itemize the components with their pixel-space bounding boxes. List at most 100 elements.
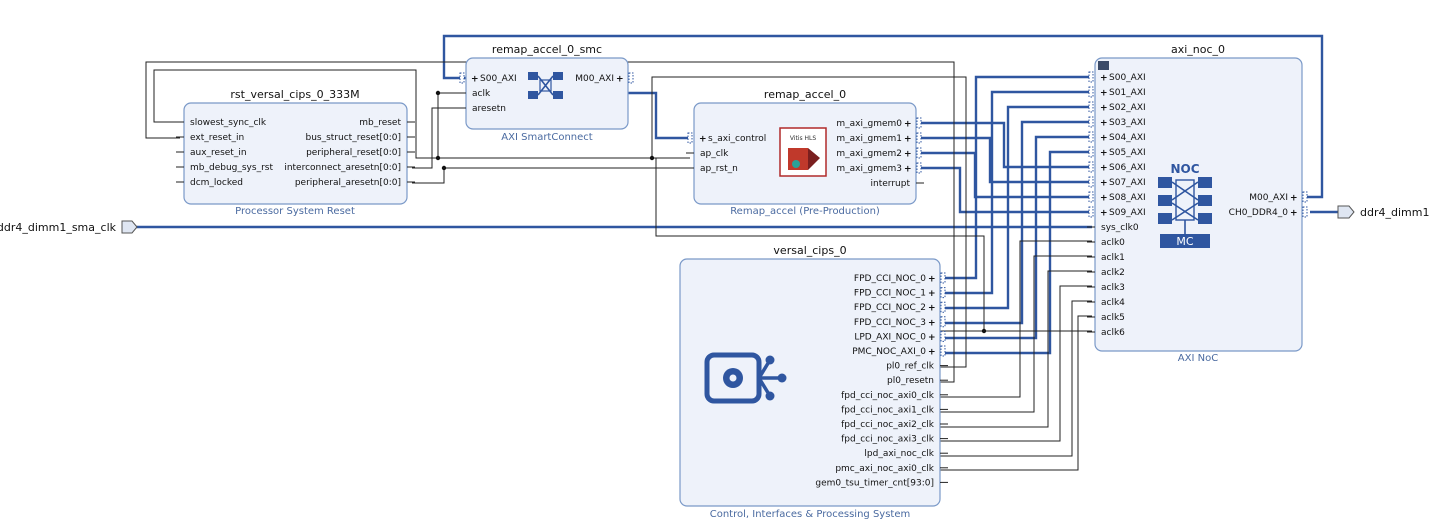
bus-plus-icon[interactable]: + [1100,134,1108,144]
svg-text:NOC: NOC [1170,162,1199,176]
bus-connector-icon[interactable] [940,272,946,284]
bus-connector-icon[interactable] [1088,206,1094,218]
bus-connector-icon[interactable] [1088,191,1094,203]
port-ddr4-dimm1-label: ddr4_dimm1 [1360,206,1429,219]
bus-connector-icon[interactable] [1302,206,1308,218]
rst-input-pin: mb_debug_sys_rst [190,163,273,173]
bus-noc-m00-to-smc [442,34,1324,199]
noc-input-pin: S08_AXI [1109,193,1146,203]
bus-connector-icon[interactable] [916,162,922,174]
bus-connector-icon[interactable] [1088,146,1094,158]
bus-gmem2-to-s08 [920,151,1092,199]
bus-plus-icon[interactable]: + [1100,209,1108,219]
bus-plus-icon[interactable]: + [1290,209,1298,219]
bus-connector-icon[interactable] [459,72,465,84]
bus-connector-icon[interactable] [687,132,693,144]
bus-plus-icon[interactable]: + [1100,164,1108,174]
wire-clk3 [938,285,1092,442]
cips-output-pin: FPD_CCI_NOC_0 [854,274,926,284]
bus-plus-icon[interactable]: + [1100,74,1108,84]
bus-connector-icon[interactable] [916,147,922,159]
bus-connector-icon[interactable] [1088,71,1094,83]
bus-connector-icon[interactable] [1302,191,1308,203]
noc-input-pin: aclk3 [1101,283,1125,293]
bus-plus-icon[interactable]: + [1100,119,1108,129]
bus-connector-icon[interactable] [1088,176,1094,188]
noc-input-pin: S02_AXI [1109,103,1146,113]
bus-gmem3-to-s09 [920,166,1092,214]
noc-input-pin: aclk5 [1101,313,1125,323]
junction-dot [981,328,987,334]
bus-plus-icon[interactable]: + [904,165,912,175]
rst-output-pin: interconnect_aresetn[0:0] [284,163,401,173]
noc-input-pin: aclk2 [1101,268,1125,278]
wire-clk-loop [655,158,985,331]
bus-smc-to-remap [628,91,690,140]
bus-connector-icon[interactable] [1088,101,1094,113]
bus-connector-icon[interactable] [940,287,946,299]
bus-lpd-to-s04 [944,135,1092,340]
bus-connector-icon[interactable] [1088,116,1094,128]
cips-output-pin: FPD_CCI_NOC_1 [854,289,926,299]
port-ddr4-dimm1-sma-clk-icon[interactable] [121,220,138,234]
bus-connector-icon[interactable] [940,345,946,357]
rst-title: rst_versal_cips_0_333M [230,88,359,101]
rst-input-pin: slowest_sync_clk [190,118,267,128]
remap-input-pin: s_axi_control [708,134,766,144]
noc-input-pin: S04_AXI [1109,133,1146,143]
noc-input-pin: S09_AXI [1109,208,1146,218]
rst-body[interactable] [183,102,408,205]
bus-plus-icon[interactable]: + [1100,149,1108,159]
bus-plus-icon[interactable]: + [471,75,479,85]
bus-plus-icon[interactable]: + [699,135,707,145]
bus-plus-icon[interactable]: + [1290,194,1298,204]
bus-plus-icon[interactable]: + [904,120,912,130]
bus-connector-icon[interactable] [1088,86,1094,98]
remap-output-pin: m_axi_gmem3 [836,164,902,174]
bus-plus-icon[interactable]: + [616,75,624,85]
bus-connector-icon[interactable] [628,72,634,84]
junction-dot [649,155,655,161]
cips-output-pin: pl0_ref_clk [886,362,935,372]
bus-plus-icon[interactable]: + [928,333,936,343]
bus-pmc-to-s05 [944,150,1092,355]
bus-gmem1-to-s07 [920,136,1092,184]
remap-output-pin: m_axi_gmem2 [836,149,902,159]
bus-plus-icon[interactable]: + [1100,89,1108,99]
smc-input-pin: aresetn [472,104,506,114]
junction-dot [441,165,447,171]
smc-body[interactable] [465,57,629,130]
port-ddr4-dimm1-icon[interactable] [1337,205,1355,219]
bus-plus-icon[interactable]: + [928,275,936,285]
noc-output-pin: CH0_DDR4_0 [1229,208,1289,218]
bus-plus-icon[interactable]: + [904,135,912,145]
noc-input-pin: S05_AXI [1109,148,1146,158]
bus-connector-icon[interactable] [940,316,946,328]
bus-connector-icon[interactable] [1088,131,1094,143]
bus-plus-icon[interactable]: + [1100,179,1108,189]
cips-body[interactable] [679,258,941,507]
bus-plus-icon[interactable]: + [928,318,936,328]
bus-connector-icon[interactable] [940,301,946,313]
bus-connector-icon[interactable] [916,132,922,144]
smartconnect-icon [528,72,563,99]
svg-text:Vitis HLS: Vitis HLS [790,135,817,142]
bus-connector-icon[interactable] [916,117,922,129]
bus-plus-icon[interactable]: + [928,304,936,314]
bus-connector-icon[interactable] [940,330,946,342]
rst-input-pin: dcm_locked [190,178,243,188]
bus-plus-icon[interactable]: + [1100,194,1108,204]
bus-plus-icon[interactable]: + [928,348,936,358]
bus-plus-icon[interactable]: + [904,150,912,160]
bus-plus-icon[interactable]: + [1100,104,1108,114]
wire-clk5 [938,315,1092,471]
bus-plus-icon[interactable]: + [928,289,936,299]
bus-connector-icon[interactable] [1088,161,1094,173]
